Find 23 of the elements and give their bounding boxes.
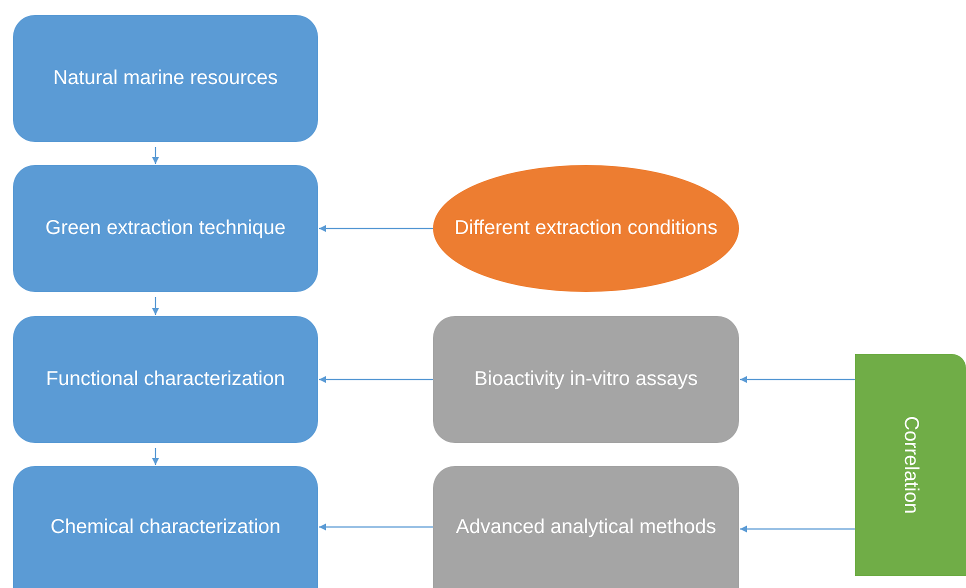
process-box (13, 466, 318, 588)
arrow (152, 297, 159, 315)
arrow (319, 524, 433, 530)
arrow (319, 225, 433, 232)
method-box (433, 316, 739, 443)
node-label: Functional characterization (46, 368, 285, 391)
node-label: Natural marine resources (53, 67, 278, 90)
node-label: Correlation (899, 416, 922, 514)
node-label: Chemical characterization (50, 516, 281, 538)
arrow (740, 526, 855, 532)
node-label: Green extraction technique (45, 217, 286, 240)
arrow (152, 147, 159, 164)
node-label: Different extraction conditions (454, 217, 718, 240)
arrow (740, 376, 855, 383)
correlation-bar (855, 354, 966, 576)
process-box (13, 316, 318, 443)
arrow (152, 448, 159, 465)
process-box (13, 165, 318, 292)
node-label: Advanced analytical methods (456, 516, 716, 538)
node-label: Bioactivity in-vitro assays (474, 368, 698, 391)
method-box (433, 466, 739, 588)
arrow (319, 376, 433, 383)
process-box (13, 15, 318, 142)
